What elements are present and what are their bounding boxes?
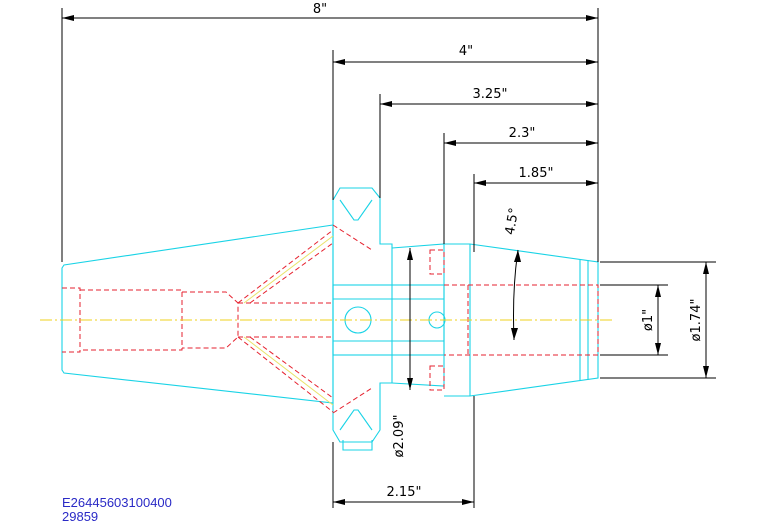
dim-text-209: ø2.09" bbox=[392, 415, 407, 458]
dim-text-325: 3.25" bbox=[473, 87, 508, 102]
dim-text-1: ø1" bbox=[641, 309, 656, 331]
arrowheads bbox=[62, 15, 709, 505]
flange-base bbox=[342, 440, 373, 451]
flange-groove-top bbox=[339, 199, 373, 221]
dim-text-174: ø1.74" bbox=[689, 299, 704, 342]
dimension-texts: 8" 4" 3.25" 2.3" 1.85" 2.15" ø2.09" ø1" … bbox=[313, 2, 704, 500]
flange bbox=[332, 187, 393, 443]
flange-groove-bottom bbox=[339, 409, 373, 431]
part-number: E26445603100400 bbox=[62, 495, 172, 510]
dim-text-angle: 4.5° bbox=[503, 207, 522, 236]
angle-arc bbox=[513, 249, 519, 341]
dim-text-215: 2.15" bbox=[387, 485, 422, 500]
dimension-lines bbox=[61, 8, 716, 508]
dim-text-8: 8" bbox=[313, 2, 327, 17]
ghost-lines bbox=[243, 235, 334, 406]
dim-text-185: 1.85" bbox=[519, 166, 554, 181]
dim-text-23: 2.3" bbox=[509, 126, 536, 141]
dim-text-4: 4" bbox=[459, 44, 473, 59]
taper-shank bbox=[61, 224, 334, 404]
part-sub-number: 29859 bbox=[62, 509, 99, 524]
neck bbox=[391, 243, 445, 387]
